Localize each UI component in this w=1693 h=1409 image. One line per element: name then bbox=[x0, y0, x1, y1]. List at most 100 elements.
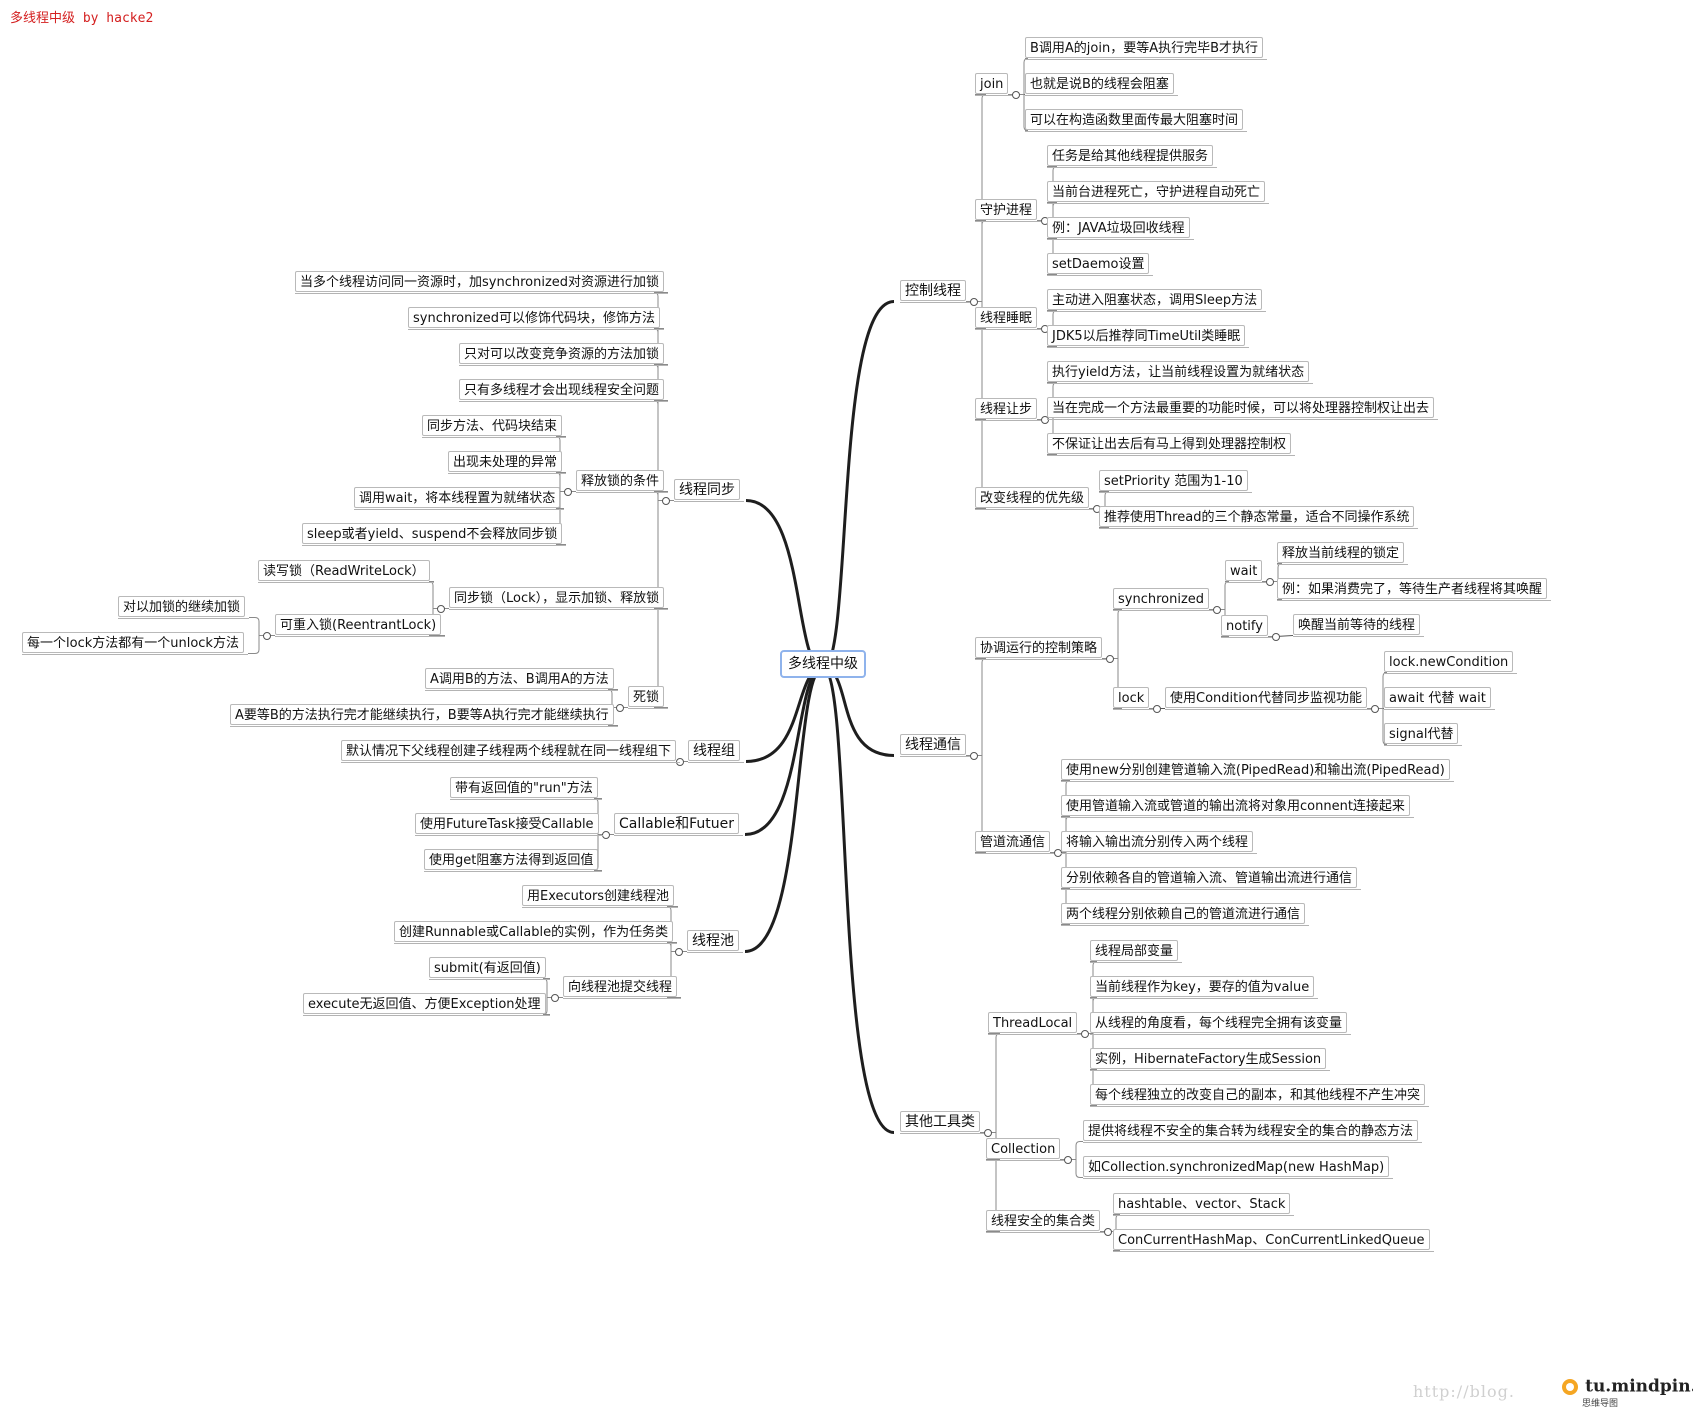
mindmap-node-left-3-2-1[interactable]: execute无返回值、方便Exception处理 bbox=[303, 992, 546, 1014]
mindmap-node-left-0-5-0[interactable]: 读写锁（ReadWriteLock） bbox=[258, 559, 430, 581]
collapse-toggle-icon[interactable] bbox=[970, 751, 978, 760]
mindmap-node-left-0-6-0[interactable]: A调用B的方法、B调用A的方法 bbox=[425, 667, 614, 689]
mindmap-node-left-2-1[interactable]: 使用FutureTask接受Callable bbox=[415, 812, 599, 834]
mindmap-node-right-0-1-1[interactable]: 当前台进程死亡，守护进程自动死亡 bbox=[1047, 180, 1266, 202]
collapse-toggle-icon[interactable] bbox=[263, 631, 271, 640]
mindmap-node-left-0-5-1-1[interactable]: 每一个lock方法都有一个unlock方法 bbox=[22, 631, 244, 653]
mindmap-node-left-0-4-0[interactable]: 同步方法、代码块结束 bbox=[422, 414, 563, 436]
mindmap-node-right-1-0-0-0-1[interactable]: 例：如果消费完了，等待生产者线程将其唤醒 bbox=[1277, 577, 1548, 599]
collapse-toggle-icon[interactable] bbox=[662, 496, 670, 505]
mindmap-node-right-2-0-4[interactable]: 每个线程独立的改变自己的副本，和其他线程不产生冲突 bbox=[1090, 1083, 1426, 1105]
mindmap-node-right-0-4[interactable]: 改变线程的优先级 bbox=[975, 486, 1090, 508]
mindmap-node-right-0-0-2[interactable]: 可以在构造函数里面传最大阻塞时间 bbox=[1025, 108, 1244, 130]
mindmap-node-left-2-2[interactable]: 使用get阻塞方法得到返回值 bbox=[424, 848, 599, 870]
collapse-toggle-icon[interactable] bbox=[1213, 605, 1221, 614]
mindmap-node-right-0-0-1[interactable]: 也就是说B的线程会阻塞 bbox=[1025, 72, 1174, 94]
mindmap-node-right-1-1[interactable]: 管道流通信 bbox=[975, 830, 1051, 852]
mindmap-node-right-0-3-2[interactable]: 不保证让出去后有马上得到处理器控制权 bbox=[1047, 432, 1292, 454]
mindmap-node-right-0-3-1[interactable]: 当在完成一个方法最重要的功能时候，可以将处理器控制权让出去 bbox=[1047, 396, 1435, 418]
mindmap-node-right-2-1-1[interactable]: 如Collection.synchronizedMap(new HashMap) bbox=[1083, 1155, 1390, 1177]
mindmap-node-left-0-2[interactable]: 只对可以改变竞争资源的方法加锁 bbox=[459, 342, 665, 364]
mindmap-node-left-2-0[interactable]: 带有返回值的"run"方法 bbox=[450, 776, 598, 798]
mindmap-node-right-0-0-0[interactable]: B调用A的join，要等A执行完毕B才执行 bbox=[1025, 36, 1264, 58]
collapse-toggle-icon[interactable] bbox=[984, 1128, 992, 1137]
collapse-toggle-icon[interactable] bbox=[1012, 90, 1020, 99]
collapse-toggle-icon[interactable] bbox=[970, 297, 978, 306]
mindmap-node-right-2-1[interactable]: Collection bbox=[986, 1137, 1061, 1159]
collapse-toggle-icon[interactable] bbox=[1153, 704, 1161, 713]
mindmap-node-right-2-0-2[interactable]: 从线程的角度看，每个线程完全拥有该变量 bbox=[1090, 1011, 1348, 1033]
mindmap-node-right-0-0[interactable]: join bbox=[975, 72, 1009, 94]
mindmap-node-right-2-1-0[interactable]: 提供将线程不安全的集合转为线程安全的集合的静态方法 bbox=[1083, 1119, 1419, 1141]
collapse-toggle-icon[interactable] bbox=[602, 830, 610, 839]
mindmap-node-right-0-2-0[interactable]: 主动进入阻塞状态，调用Sleep方法 bbox=[1047, 288, 1263, 310]
collapse-toggle-icon[interactable] bbox=[1041, 415, 1049, 424]
mindmap-node-left-0-0[interactable]: 当多个线程访问同一资源时，加synchronized对资源进行加锁 bbox=[295, 270, 665, 292]
collapse-toggle-icon[interactable] bbox=[1106, 654, 1114, 663]
mindmap-node-right-1-0-0-1[interactable]: notify bbox=[1221, 614, 1268, 636]
mindmap-node-right-1-0-1-0-1[interactable]: await 代替 wait bbox=[1384, 686, 1491, 708]
mindmap-node-left-0-5-1-0[interactable]: 对以加锁的继续加锁 bbox=[118, 595, 246, 617]
mindmap-node-right-1-1-4[interactable]: 两个线程分别依赖自己的管道流进行通信 bbox=[1061, 902, 1306, 924]
mindmap-node-right-0-1-3[interactable]: setDaemo设置 bbox=[1047, 252, 1150, 274]
collapse-toggle-icon[interactable] bbox=[675, 947, 683, 956]
mindmap-node-right-1-0-1-0-2[interactable]: signal代替 bbox=[1384, 722, 1459, 744]
mindmap-node-right-1-0-0-1-0[interactable]: 唤醒当前等待的线程 bbox=[1293, 613, 1421, 635]
mindmap-node-right-1-1-0[interactable]: 使用new分别创建管道输入流(PipedRead)和输出流(PipedRead) bbox=[1061, 758, 1450, 780]
mindmap-node-right-1-1-3[interactable]: 分别依赖各自的管道输入流、管道输出流进行通信 bbox=[1061, 866, 1358, 888]
mindmap-node-left-0[interactable]: 线程同步 bbox=[674, 478, 740, 500]
mindmap-node-right-2-0-3[interactable]: 实例，HibernateFactory生成Session bbox=[1090, 1047, 1327, 1069]
mindmap-node-right-0-1-0[interactable]: 任务是给其他线程提供服务 bbox=[1047, 144, 1214, 166]
mindmap-node-left-1-0[interactable]: 默认情况下父线程创建子线程两个线程就在同一线程组下 bbox=[341, 739, 677, 761]
collapse-toggle-icon[interactable] bbox=[1104, 1227, 1112, 1236]
collapse-toggle-icon[interactable] bbox=[437, 604, 445, 613]
mindmap-node-left-0-3[interactable]: 只有多线程才会出现线程安全问题 bbox=[459, 378, 665, 400]
mindmap-node-right-0-3[interactable]: 线程让步 bbox=[975, 397, 1038, 419]
collapse-toggle-icon[interactable] bbox=[1064, 1155, 1072, 1164]
mindmap-node-right-1-0-0-0-0[interactable]: 释放当前线程的锁定 bbox=[1277, 541, 1405, 563]
mindmap-node-left-3-0[interactable]: 用Executors创建线程池 bbox=[522, 884, 675, 906]
collapse-toggle-icon[interactable] bbox=[616, 703, 624, 712]
mindmap-node-right-2-0-1[interactable]: 当前线程作为key，要存的值为value bbox=[1090, 975, 1315, 997]
mindmap-node-right-2-0[interactable]: ThreadLocal bbox=[988, 1011, 1078, 1033]
mindmap-node-right-0-3-0[interactable]: 执行yield方法，让当前线程设置为就绪状态 bbox=[1047, 360, 1310, 382]
mindmap-node-right-1[interactable]: 线程通信 bbox=[900, 733, 966, 755]
mindmap-node-left-0-6-1[interactable]: A要等B的方法执行完才能继续执行，B要等A执行完才能继续执行 bbox=[230, 703, 614, 725]
mindmap-node-right-0-2-1[interactable]: JDK5以后推荐同TimeUtil类睡眠 bbox=[1047, 324, 1246, 346]
mindmap-node-right-2-2[interactable]: 线程安全的集合类 bbox=[986, 1209, 1101, 1231]
mindmap-node-left-0-4[interactable]: 释放锁的条件 bbox=[576, 469, 665, 491]
mindmap-node-right-1-0-1-0[interactable]: 使用Condition代替同步监视功能 bbox=[1165, 686, 1368, 708]
mindmap-node-left-0-6[interactable]: 死锁 bbox=[628, 685, 665, 707]
collapse-toggle-icon[interactable] bbox=[1371, 704, 1379, 713]
mindmap-node-left-1[interactable]: 线程组 bbox=[688, 739, 740, 761]
mindmap-node-left-3[interactable]: 线程池 bbox=[687, 929, 739, 951]
mindmap-node-right-1-0-1-0-0[interactable]: lock.newCondition bbox=[1384, 650, 1514, 672]
mindmap-node-right-1-1-2[interactable]: 将输入输出流分别传入两个线程 bbox=[1061, 830, 1254, 852]
mindmap-node-right-2-2-0[interactable]: hashtable、vector、Stack bbox=[1113, 1192, 1291, 1214]
collapse-toggle-icon[interactable] bbox=[564, 487, 572, 496]
mindmap-node-right-0-4-1[interactable]: 推荐使用Thread的三个静态常量，适合不同操作系统 bbox=[1099, 505, 1415, 527]
mindmap-node-left-2[interactable]: Callable和Futuer bbox=[614, 812, 739, 834]
mindmap-node-right-0-1-2[interactable]: 例：JAVA垃圾回收线程 bbox=[1047, 216, 1190, 238]
mindmap-node-right-1-0-0-0[interactable]: wait bbox=[1225, 559, 1263, 581]
mindmap-node-right-1-0[interactable]: 协调运行的控制策略 bbox=[975, 636, 1103, 658]
mindmap-node-left-3-2-0[interactable]: submit(有返回值) bbox=[429, 956, 546, 978]
collapse-toggle-icon[interactable] bbox=[1081, 1029, 1089, 1038]
mindmap-node-left-0-4-1[interactable]: 出现未处理的异常 bbox=[448, 450, 563, 472]
mindmap-root-node[interactable]: 多线程中级 bbox=[780, 650, 866, 678]
collapse-toggle-icon[interactable] bbox=[1272, 632, 1280, 641]
mindmap-node-right-1-0-1[interactable]: lock bbox=[1113, 686, 1150, 708]
mindmap-node-right-2-0-0[interactable]: 线程局部变量 bbox=[1090, 939, 1179, 961]
mindmap-node-left-3-1[interactable]: 创建Runnable或Callable的实例，作为任务类 bbox=[394, 920, 674, 942]
mindmap-node-right-0-4-0[interactable]: setPriority 范围为1-10 bbox=[1099, 469, 1248, 491]
mindmap-node-right-0[interactable]: 控制线程 bbox=[900, 279, 966, 301]
mindmap-node-left-0-5-1[interactable]: 可重入锁(ReentrantLock) bbox=[275, 613, 442, 635]
mindmap-node-right-1-1-1[interactable]: 使用管道输入流或管道的输出流将对象用connent连接起来 bbox=[1061, 794, 1410, 816]
mindmap-node-left-0-5[interactable]: 同步锁（Lock），显示加锁、释放锁 bbox=[449, 586, 665, 608]
collapse-toggle-icon[interactable] bbox=[551, 993, 559, 1002]
mindmap-node-left-0-4-2[interactable]: 调用wait，将本线程置为就绪状态 bbox=[354, 486, 561, 508]
mindmap-node-left-3-2[interactable]: 向线程池提交线程 bbox=[563, 975, 678, 997]
mindmap-node-right-2-2-1[interactable]: ConCurrentHashMap、ConCurrentLinkedQueue bbox=[1113, 1228, 1430, 1250]
collapse-toggle-icon[interactable] bbox=[1266, 577, 1274, 586]
mindmap-node-right-1-0-0[interactable]: synchronized bbox=[1113, 587, 1210, 609]
